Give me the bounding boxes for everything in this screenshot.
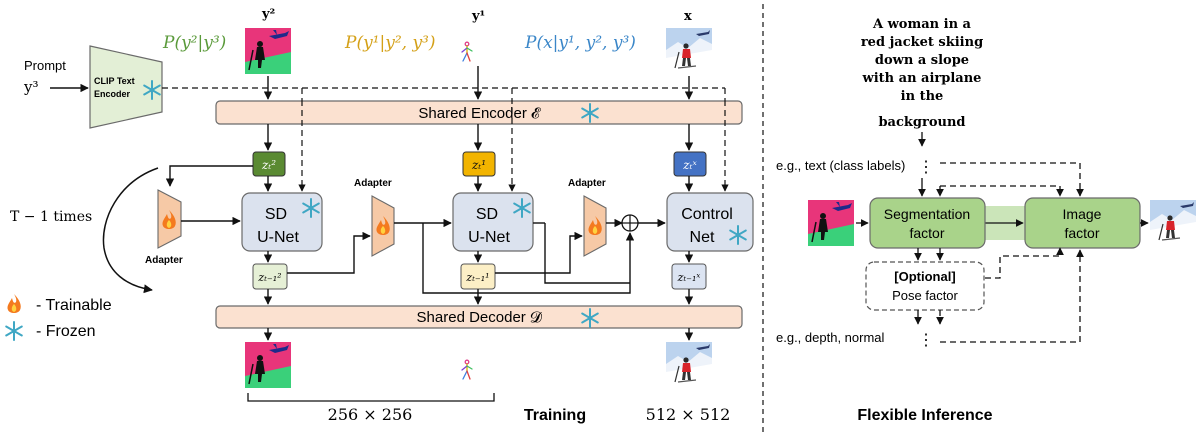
clip-label-line2: Encoder [94,89,131,99]
sd-unet-2-line2: U-Net [468,229,510,246]
resolution-bracket [247,393,495,402]
segmentation-image-bottom [244,341,292,389]
shared-encoder [215,100,743,125]
training-caption: Training [524,407,586,424]
shared-decoder-label: Shared Decoder 𝓓 [417,309,543,326]
legend-trainable: - Trainable [36,297,112,314]
prompt-text-line: red jacket skiing [861,35,983,50]
var-x: x [684,9,692,24]
sd-unet-2 [452,192,534,252]
prompt-text-line: A woman in a [872,17,972,32]
adapter-1-label: Adapter [145,255,183,266]
latent-zt-y1 [462,151,496,177]
sd-unet-1-line2: U-Net [257,229,299,246]
legend-frozen: - Frozen [36,323,96,340]
latent-ztm1-y1-label: zₜ₋₁¹ [465,271,489,284]
prob-y2: P(y²|y³) [162,33,226,53]
trainable-icon [7,294,21,313]
sd-unet-1 [241,192,323,252]
clip-label-line1: CLIP Text [94,76,135,86]
latent-zt-y2 [252,151,286,177]
inference-caption: Flexible Inference [857,407,992,424]
inference-text-prompt: A woman in a red jacket skiing down a sl… [861,17,983,130]
eg-text-label: e.g., text (class labels) [776,158,905,173]
pose-factor [865,261,985,311]
latent-zt-x-label: zₜˣ [682,158,697,172]
adapter-2-label: Adapter [354,178,392,189]
shared-decoder [215,305,743,329]
photo-image-inference [1149,199,1197,247]
segmentation-image-inference [807,199,855,247]
shared-encoder-label: Shared Encoder 𝓔 [418,105,541,122]
prob-y1: P(y¹|y², y³) [344,33,436,53]
segmentation-factor [869,197,986,249]
loop-arrow [102,167,159,294]
size-512: 512 × 512 [646,405,731,424]
photo-image-bottom [665,341,713,389]
loop-label: T − 1 times [10,209,92,225]
latent-ztm1-y2-label: zₜ₋₁² [257,271,281,284]
clip-text-encoder [89,45,163,129]
image-factor-line2: factor [1064,225,1099,241]
prompt-var: y³ [23,78,39,96]
eg-depth-label: e.g., depth, normal [776,330,885,345]
sd-unet-2-line1: SD [476,206,498,223]
prob-x: P(x|y¹, y², y³) [524,33,636,53]
prompt-text-line: background [878,115,965,130]
segmentation-image-top [244,27,292,75]
latent-zt-x [673,151,707,177]
adapter-3-label: Adapter [568,178,606,189]
size-256: 256 × 256 [328,405,413,424]
latent-zt-y1-label: zₜ¹ [471,158,486,172]
pose-factor-line1: [Optional] [894,269,955,284]
controlnet [666,192,754,252]
dots-bottom: ⋮ [918,332,934,349]
frozen-icon [5,321,23,341]
latent-ztm1-x-label: zₜ₋₁ˣ [677,271,701,284]
var-y1: y¹ [471,9,485,24]
segmentation-factor-line1: Segmentation [884,206,970,222]
prompt-text-line: with an airplane [862,71,982,86]
image-factor-line1: Image [1063,206,1102,222]
dots-top: ⋮ [918,159,934,176]
pose-image-bottom [461,359,473,380]
controlnet-line2: Net [690,229,715,246]
latent-ztm1-y2 [252,263,288,290]
controlnet-line1: Control [681,206,733,223]
photo-image-top [665,27,713,75]
pose-factor-line2: Pose factor [892,288,958,303]
latent-zt-y2-label: zₜ² [261,158,276,172]
pose-image-top [461,41,473,62]
prompt-text-line: in the [901,89,944,104]
sd-unet-1-line1: SD [265,206,287,223]
var-y2: y² [261,7,275,22]
prompt-text-line: down a slope [875,53,969,68]
prompt-label: Prompt [24,58,66,73]
segmentation-factor-line2: factor [909,225,944,241]
